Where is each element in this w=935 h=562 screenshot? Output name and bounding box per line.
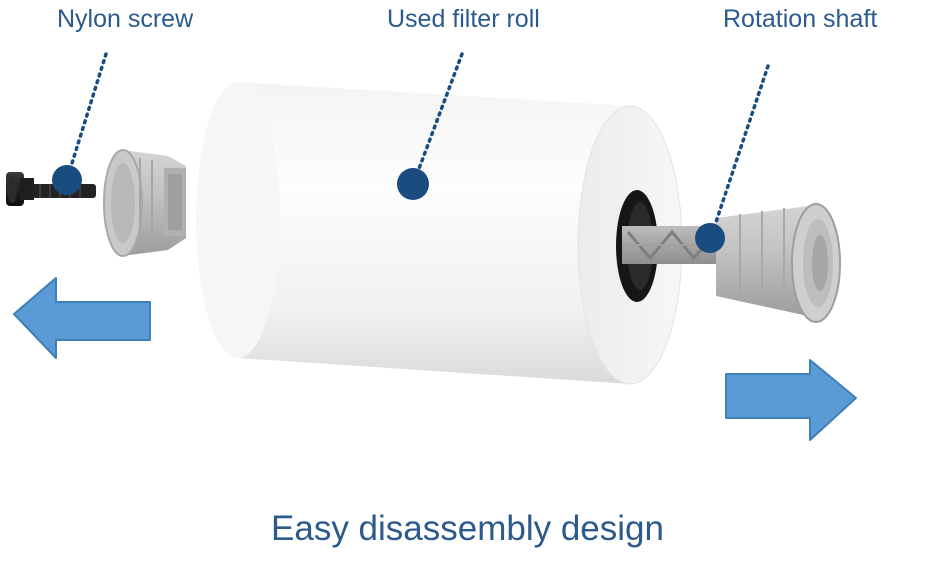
nylon-screw-pointer-line [66, 52, 108, 178]
nylon-screw-pointer-dot [52, 165, 82, 195]
filter-roll-pointer-dot [397, 168, 429, 200]
rotation-shaft [622, 203, 841, 323]
rotation-shaft-pointer-dot [695, 223, 725, 253]
rotation-shaft-label: Rotation shaft [723, 5, 878, 33]
left-end-cap [103, 149, 186, 257]
filter-roll-label: Used filter roll [387, 5, 540, 33]
rotation-shaft-pointer-line [710, 64, 770, 236]
diagram-caption: Easy disassembly design [271, 509, 664, 548]
nylon-screw [6, 172, 96, 206]
nylon-screw-label: Nylon screw [57, 5, 194, 33]
right-arrow-icon [725, 359, 857, 441]
filter-roll-pointer-line [412, 52, 464, 184]
left-arrow-icon [13, 277, 151, 359]
pointer-lines [66, 52, 770, 236]
filter-roll [196, 82, 683, 385]
